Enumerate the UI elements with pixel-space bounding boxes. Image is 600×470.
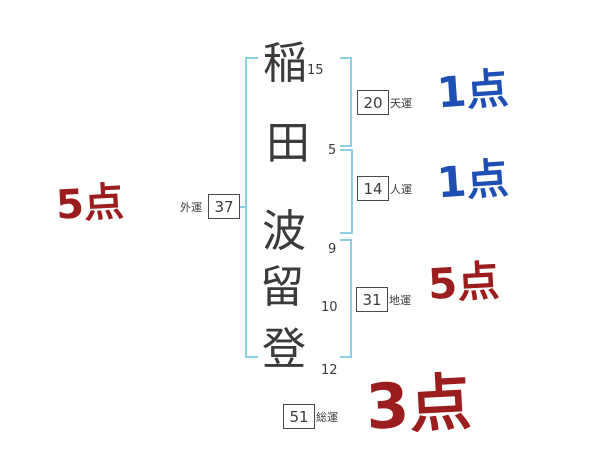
jin-un-value-box: 14 [357,176,389,201]
ten-un-label: 天運 [390,97,412,110]
stroke-count-2: 5 [328,143,337,158]
chi-un-label: 地運 [389,294,411,307]
stroke-count-1: 15 [307,63,324,78]
ten-un-value-box: 20 [357,90,389,115]
name-char-5: 登 [262,324,306,375]
jin-un-label: 人運 [390,183,412,196]
stroke-count-5: 12 [321,363,338,378]
gai-un-value-box: 37 [208,194,240,219]
stroke-count-3: 9 [328,242,337,257]
name-char-4: 留 [260,262,304,313]
sou-un-score: 3点 [364,365,473,444]
jin-bracket [340,149,353,234]
name-char-3: 波 [262,206,306,257]
ten-bracket [340,57,352,147]
name-char-1: 稲 [263,38,307,89]
name-char-2: 田 [266,118,310,169]
gai-un-score: 5点 [54,179,126,229]
gai-un-label: 外運 [180,201,202,214]
jin-un-score: 1点 [435,153,510,208]
ten-un-score: 1点 [435,63,510,118]
chi-un-value-box: 31 [356,287,388,312]
chi-un-score: 5点 [426,256,501,309]
sou-un-value-box: 51 [283,404,315,429]
sou-un-label: 総運 [316,411,338,424]
left-outer-bracket [245,57,258,358]
stroke-count-4: 10 [321,300,338,315]
chi-bracket [340,239,352,358]
